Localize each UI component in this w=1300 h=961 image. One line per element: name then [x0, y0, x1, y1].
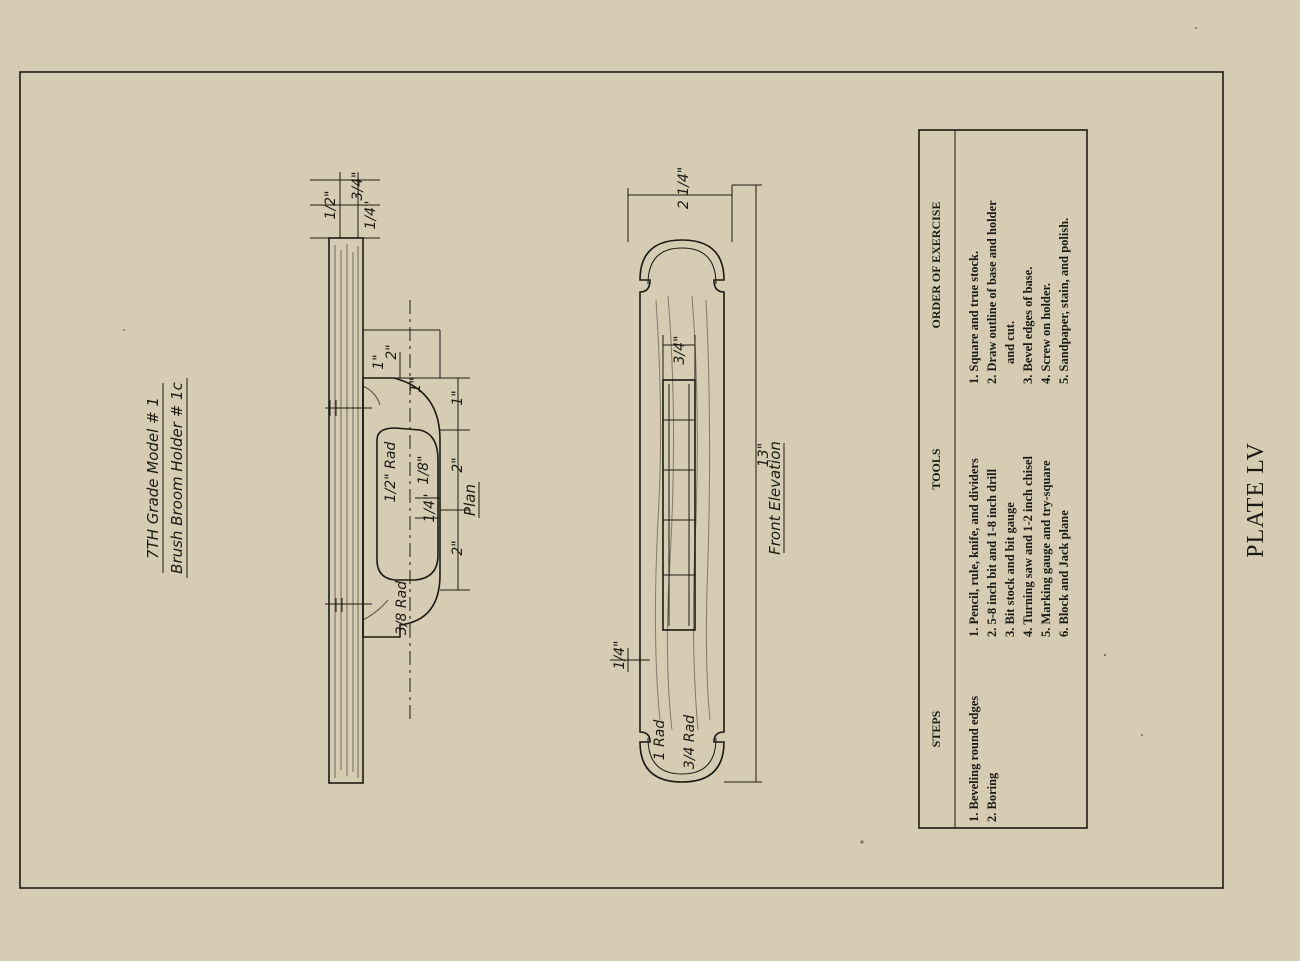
plan-dim-half: 1/2" — [323, 191, 339, 220]
plate-label-group: PLATE LV — [1243, 442, 1269, 558]
plan-slot — [376, 427, 439, 581]
tool-item-6: 6. Block and Jack plane — [1057, 510, 1071, 637]
front-elevation-label: Front Elevation — [766, 441, 784, 555]
plate-label: PLATE LV — [1243, 442, 1269, 558]
order-item-5: 5. Sandpaper, stain, and polish. — [1057, 218, 1071, 384]
plan-dim-rad-b: 3/8 Rad — [394, 581, 410, 635]
tool-item-5: 5. Marking gauge and try-square — [1039, 460, 1053, 637]
fe-dim-13: 13" — [756, 443, 772, 467]
exercise-table: STEPS TOOLS ORDER OF EXERCISE 1. Bevelin… — [918, 129, 1088, 829]
plan-dim-1-b: 1" — [408, 377, 424, 392]
step-item-1: 1. Beveling round edges — [967, 696, 981, 822]
plan-dim-1-8: 1/8" — [416, 456, 432, 485]
plan-dim-1-4-top: 1/4" — [363, 201, 379, 230]
page-border — [19, 71, 1224, 889]
tool-item-1: 1. Pencil, rule, knife, and dividers — [967, 458, 981, 637]
fe-dim-rad-1: 1 Rad — [652, 720, 668, 761]
fe-dim-3-4: 3/4" — [672, 336, 688, 365]
plan-label: Plan — [461, 484, 479, 516]
fe-dim-2-1-4: 2 1/4" — [676, 167, 692, 209]
title-line-2: Brush Broom Holder # 1c — [168, 381, 186, 573]
plan-dim-rad-a: 1/2" Rad — [383, 442, 399, 503]
front-elevation-view: 2 1/4" 3/4" 13" 1/4" 1 Rad — [610, 167, 785, 783]
order-item-2-cont: and cut. — [1003, 321, 1017, 364]
plan-dim-2-mid: 2" — [450, 457, 466, 472]
step-item-2: 2. Boring — [985, 772, 999, 822]
table-header-order: ORDER OF EXERCISE — [929, 202, 943, 329]
tool-item-2: 2. 5-8 inch bit and 1-8 inch drill — [985, 468, 999, 637]
drawing-title: 7TH Grade Model # 1 Brush Broom Holder #… — [144, 378, 188, 578]
plan-holder-profile — [362, 377, 441, 638]
plan-dim-2-top: 2" — [384, 344, 400, 359]
plan-dim-1-4: 1/4" — [422, 494, 438, 523]
tool-item-4: 4. Turning saw and 1-2 inch chisel — [1021, 456, 1035, 637]
table-header-tools: TOOLS — [929, 448, 943, 489]
table-header-steps: STEPS — [929, 710, 943, 747]
order-item-2: 2. Draw outline of base and holder — [985, 200, 999, 384]
fe-dim-1-4: 1/4" — [612, 641, 628, 670]
order-item-4: 4. Screw on holder. — [1039, 283, 1053, 384]
fe-holder — [662, 379, 696, 631]
title-line-1: 7TH Grade Model # 1 — [144, 397, 162, 559]
plan-dim-1-a: 1" — [371, 354, 387, 369]
plan-view: 1/2" 3/4" 1/4" 2" 1" 1" — [310, 172, 480, 784]
fe-dim-rad-3-4: 3/4 Rad — [682, 715, 698, 769]
plan-dim-2-low: 2" — [450, 540, 466, 555]
plan-dim-3-4: 3/4" — [350, 172, 366, 201]
order-item-1: 1. Square and true stock. — [967, 251, 981, 384]
order-item-3: 3. Bevel edges of base. — [1021, 267, 1035, 384]
tool-item-3: 3. Bit stock and bit gauge — [1003, 502, 1017, 637]
plan-dim-1-c: 1" — [450, 390, 466, 405]
